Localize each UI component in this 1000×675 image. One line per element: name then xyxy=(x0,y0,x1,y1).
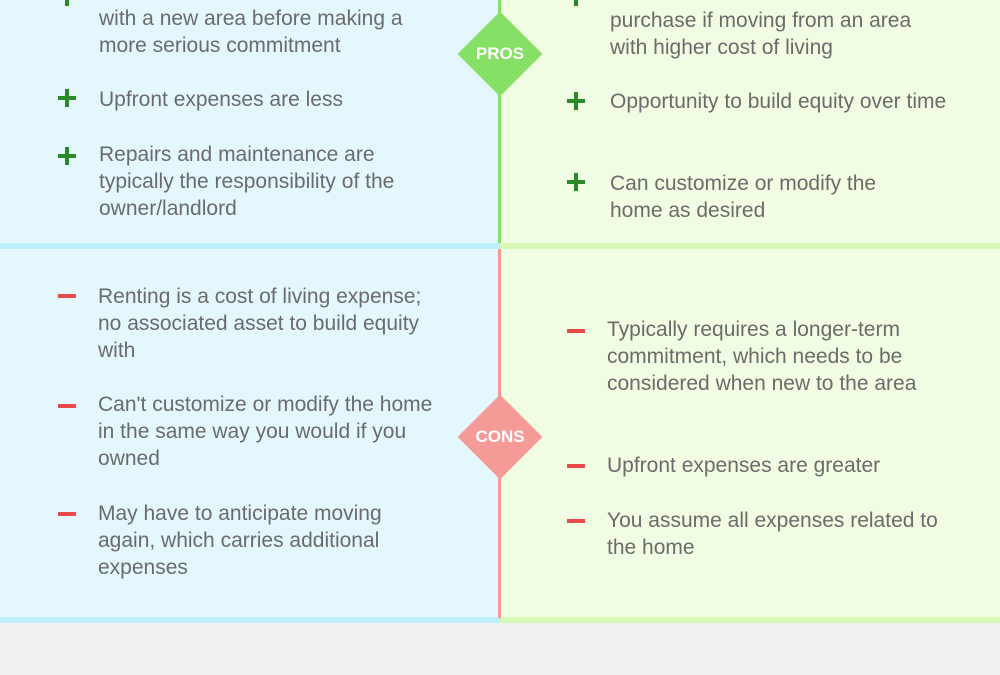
plus-icon xyxy=(58,0,76,6)
bottom-border-buying xyxy=(500,617,1000,623)
minus-icon xyxy=(567,519,585,523)
pros-center-line xyxy=(498,0,501,243)
buying-con-item: You assume all expenses related to the h… xyxy=(607,509,938,559)
plus-icon xyxy=(567,0,585,6)
plus-icon xyxy=(58,89,76,107)
buying-cons-panel xyxy=(501,249,1000,618)
renting-con-item: Can't customize or modify the home in th… xyxy=(98,393,433,470)
minus-icon xyxy=(58,294,76,298)
buying-pros-panel xyxy=(501,0,1000,243)
renting-cons-panel xyxy=(0,249,499,618)
pros-label: PROS xyxy=(475,44,525,63)
cons-label: CONS xyxy=(475,427,525,446)
buying-con-item: Upfront expenses are greater xyxy=(607,454,881,477)
plus-icon xyxy=(567,173,585,191)
buying-con-item: Typically requires a longer-term commitm… xyxy=(607,318,917,395)
renting-pros-panel xyxy=(0,0,499,243)
renting-pro-item: Repairs and maintenance are typically th… xyxy=(99,143,395,220)
renting-con-item: Renting is a cost of living expense; no … xyxy=(98,285,422,362)
renting-pro-item: with a new area before making a more ser… xyxy=(99,7,403,57)
buying-pro-item: Opportunity to build equity over time xyxy=(610,90,947,113)
plus-icon xyxy=(58,147,76,165)
minus-icon xyxy=(567,329,585,333)
minus-icon xyxy=(58,404,76,408)
renting-pro-item: Upfront expenses are less xyxy=(99,88,343,111)
buying-pro-item: Can customize or modify the home as desi… xyxy=(610,172,877,222)
bottom-border-renting xyxy=(0,617,500,623)
buying-pro-item: purchase if moving from an area with hig… xyxy=(610,9,912,59)
minus-icon xyxy=(58,512,76,516)
plus-icon xyxy=(567,92,585,110)
renting-con-item: May have to anticipate moving again, whi… xyxy=(98,502,382,579)
row-divider-renting xyxy=(0,243,500,249)
row-divider-buying xyxy=(500,243,1000,249)
minus-icon xyxy=(567,464,585,468)
